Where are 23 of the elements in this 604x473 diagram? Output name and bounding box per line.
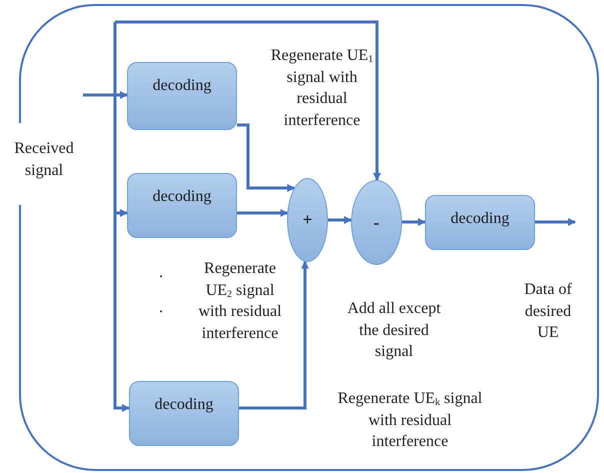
arrow (237, 209, 288, 217)
arrow (115, 20, 381, 181)
annotation-text: Add all except the desired signal (346, 299, 442, 362)
process-box: decoding (127, 62, 237, 130)
annotation-text: Regenerate UE$_{2}$ signal with residual interference (197, 259, 283, 344)
annotation-text: Data of desired UE (523, 280, 573, 344)
operator-ellipse: - (351, 180, 402, 265)
arrow (237, 124, 296, 192)
process-box: decoding (129, 381, 239, 446)
arrow (402, 218, 426, 226)
frame-heading: Received signal (13, 139, 75, 181)
process-box: decoding (425, 195, 535, 250)
arrow (239, 260, 309, 410)
process-box: decoding (127, 173, 237, 238)
arrow (328, 216, 352, 224)
arrow (83, 91, 128, 99)
arrow (114, 22, 130, 412)
annotation-text: Regenerate UE$_{1}$ signal with residual interference (270, 46, 374, 131)
operator-ellipse: + (287, 178, 328, 262)
arrow (535, 218, 576, 226)
ellipsis-dot: . (158, 298, 164, 318)
ellipsis-dot: . (158, 263, 164, 283)
annotation-text: Regenerate UE$_{k}$ signal with residual interference (336, 389, 484, 452)
